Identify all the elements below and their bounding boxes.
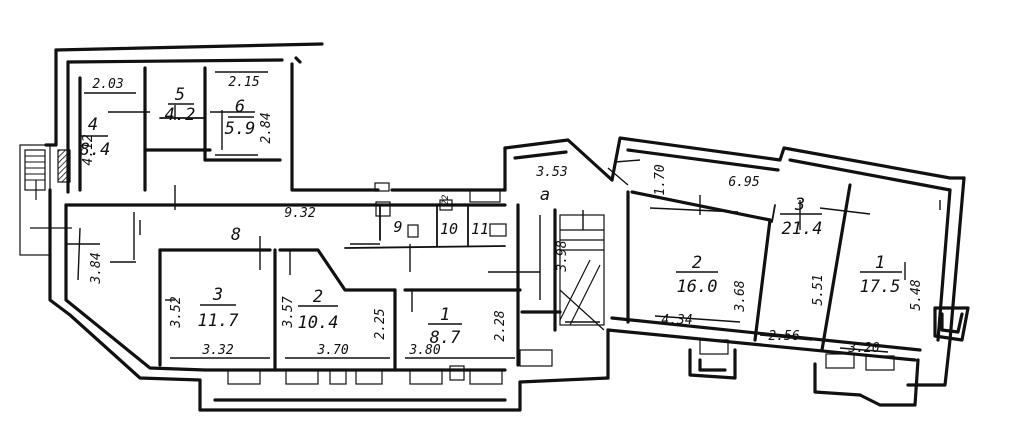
hatched-column xyxy=(57,149,71,183)
room-m1-area: 17.5 xyxy=(860,277,901,297)
dim-9-32: 9.32 xyxy=(284,206,315,221)
dim-3-80: 3.80 xyxy=(408,343,440,358)
dim-2-03: 2.03 xyxy=(92,77,123,92)
room-l3-area: 11.7 xyxy=(198,311,240,331)
room-10-number: 10 xyxy=(440,220,458,238)
room-6-number: 6 xyxy=(235,97,245,117)
dim-2-84: 2.84 xyxy=(259,112,274,143)
dim-3-84: 3.84 xyxy=(89,252,104,284)
dim-4-12: 4.12 xyxy=(81,134,96,165)
room-l3-number: 3 xyxy=(212,285,223,305)
dim-4-34: 4.34 xyxy=(661,313,692,328)
dim-3-98: 3.98 xyxy=(555,240,570,272)
room-5-area: 4.2 xyxy=(165,105,196,125)
dim-2-25: 2.25 xyxy=(373,308,388,339)
mark-22: 22 xyxy=(441,195,451,206)
room-l1-number: 1 xyxy=(440,305,450,325)
dim-2-28: 2.28 xyxy=(493,310,508,341)
room-a-number: a xyxy=(540,185,550,205)
room-labels: 4 8.4 5 4.2 6 5.9 8 9 10 11 a 3 11.7 2 1… xyxy=(80,85,902,348)
dim-3-53: 3.53 xyxy=(535,165,567,180)
dim-5-51: 5.51 xyxy=(811,274,826,305)
dim-2-56: 2.56 xyxy=(768,329,799,344)
room-l2-number: 2 xyxy=(313,287,323,307)
room-4-area: 8.4 xyxy=(80,140,111,160)
dim-2-15: 2.15 xyxy=(228,75,259,90)
room-4-number: 4 xyxy=(88,115,98,135)
dim-3-57: 3.57 xyxy=(281,296,296,328)
room-m2-number: 2 xyxy=(692,253,702,273)
interior-walls xyxy=(64,66,852,370)
dim-3-20: 3.20 xyxy=(847,341,879,356)
fixtures xyxy=(374,182,553,367)
room-m3-number: 3 xyxy=(794,195,805,215)
room-l1-area: 8.7 xyxy=(430,328,461,348)
room-6-area: 5.9 xyxy=(225,119,256,139)
outer-walls xyxy=(44,42,970,412)
dim-3-70: 3.70 xyxy=(316,343,348,358)
dim-5-48: 5.48 xyxy=(909,279,924,310)
dim-3-68: 3.68 xyxy=(733,280,748,312)
dim-1-70: 1.70 xyxy=(653,164,668,195)
entry-stair xyxy=(19,144,72,256)
dimension-ticks xyxy=(66,71,941,359)
dim-3-32: 3.32 xyxy=(201,343,233,358)
room-11-number: 11 xyxy=(471,220,489,238)
room-m3-area: 21.4 xyxy=(782,219,823,239)
room-9-number: 9 xyxy=(393,218,402,236)
dim-6-95: 6.95 xyxy=(728,175,759,190)
room-m1-number: 1 xyxy=(875,253,885,273)
bottom-windows xyxy=(227,339,895,385)
room-l2-area: 10.4 xyxy=(298,313,339,333)
dim-3-52: 3.52 xyxy=(169,296,184,328)
dimension-labels: 2.03 2.15 4.12 2.84 9.32 3.84 3.52 3.57 … xyxy=(81,75,924,358)
room-5-number: 5 xyxy=(175,85,185,105)
room-8-number: 8 xyxy=(231,225,241,245)
room-m2-area: 16.0 xyxy=(677,277,718,297)
